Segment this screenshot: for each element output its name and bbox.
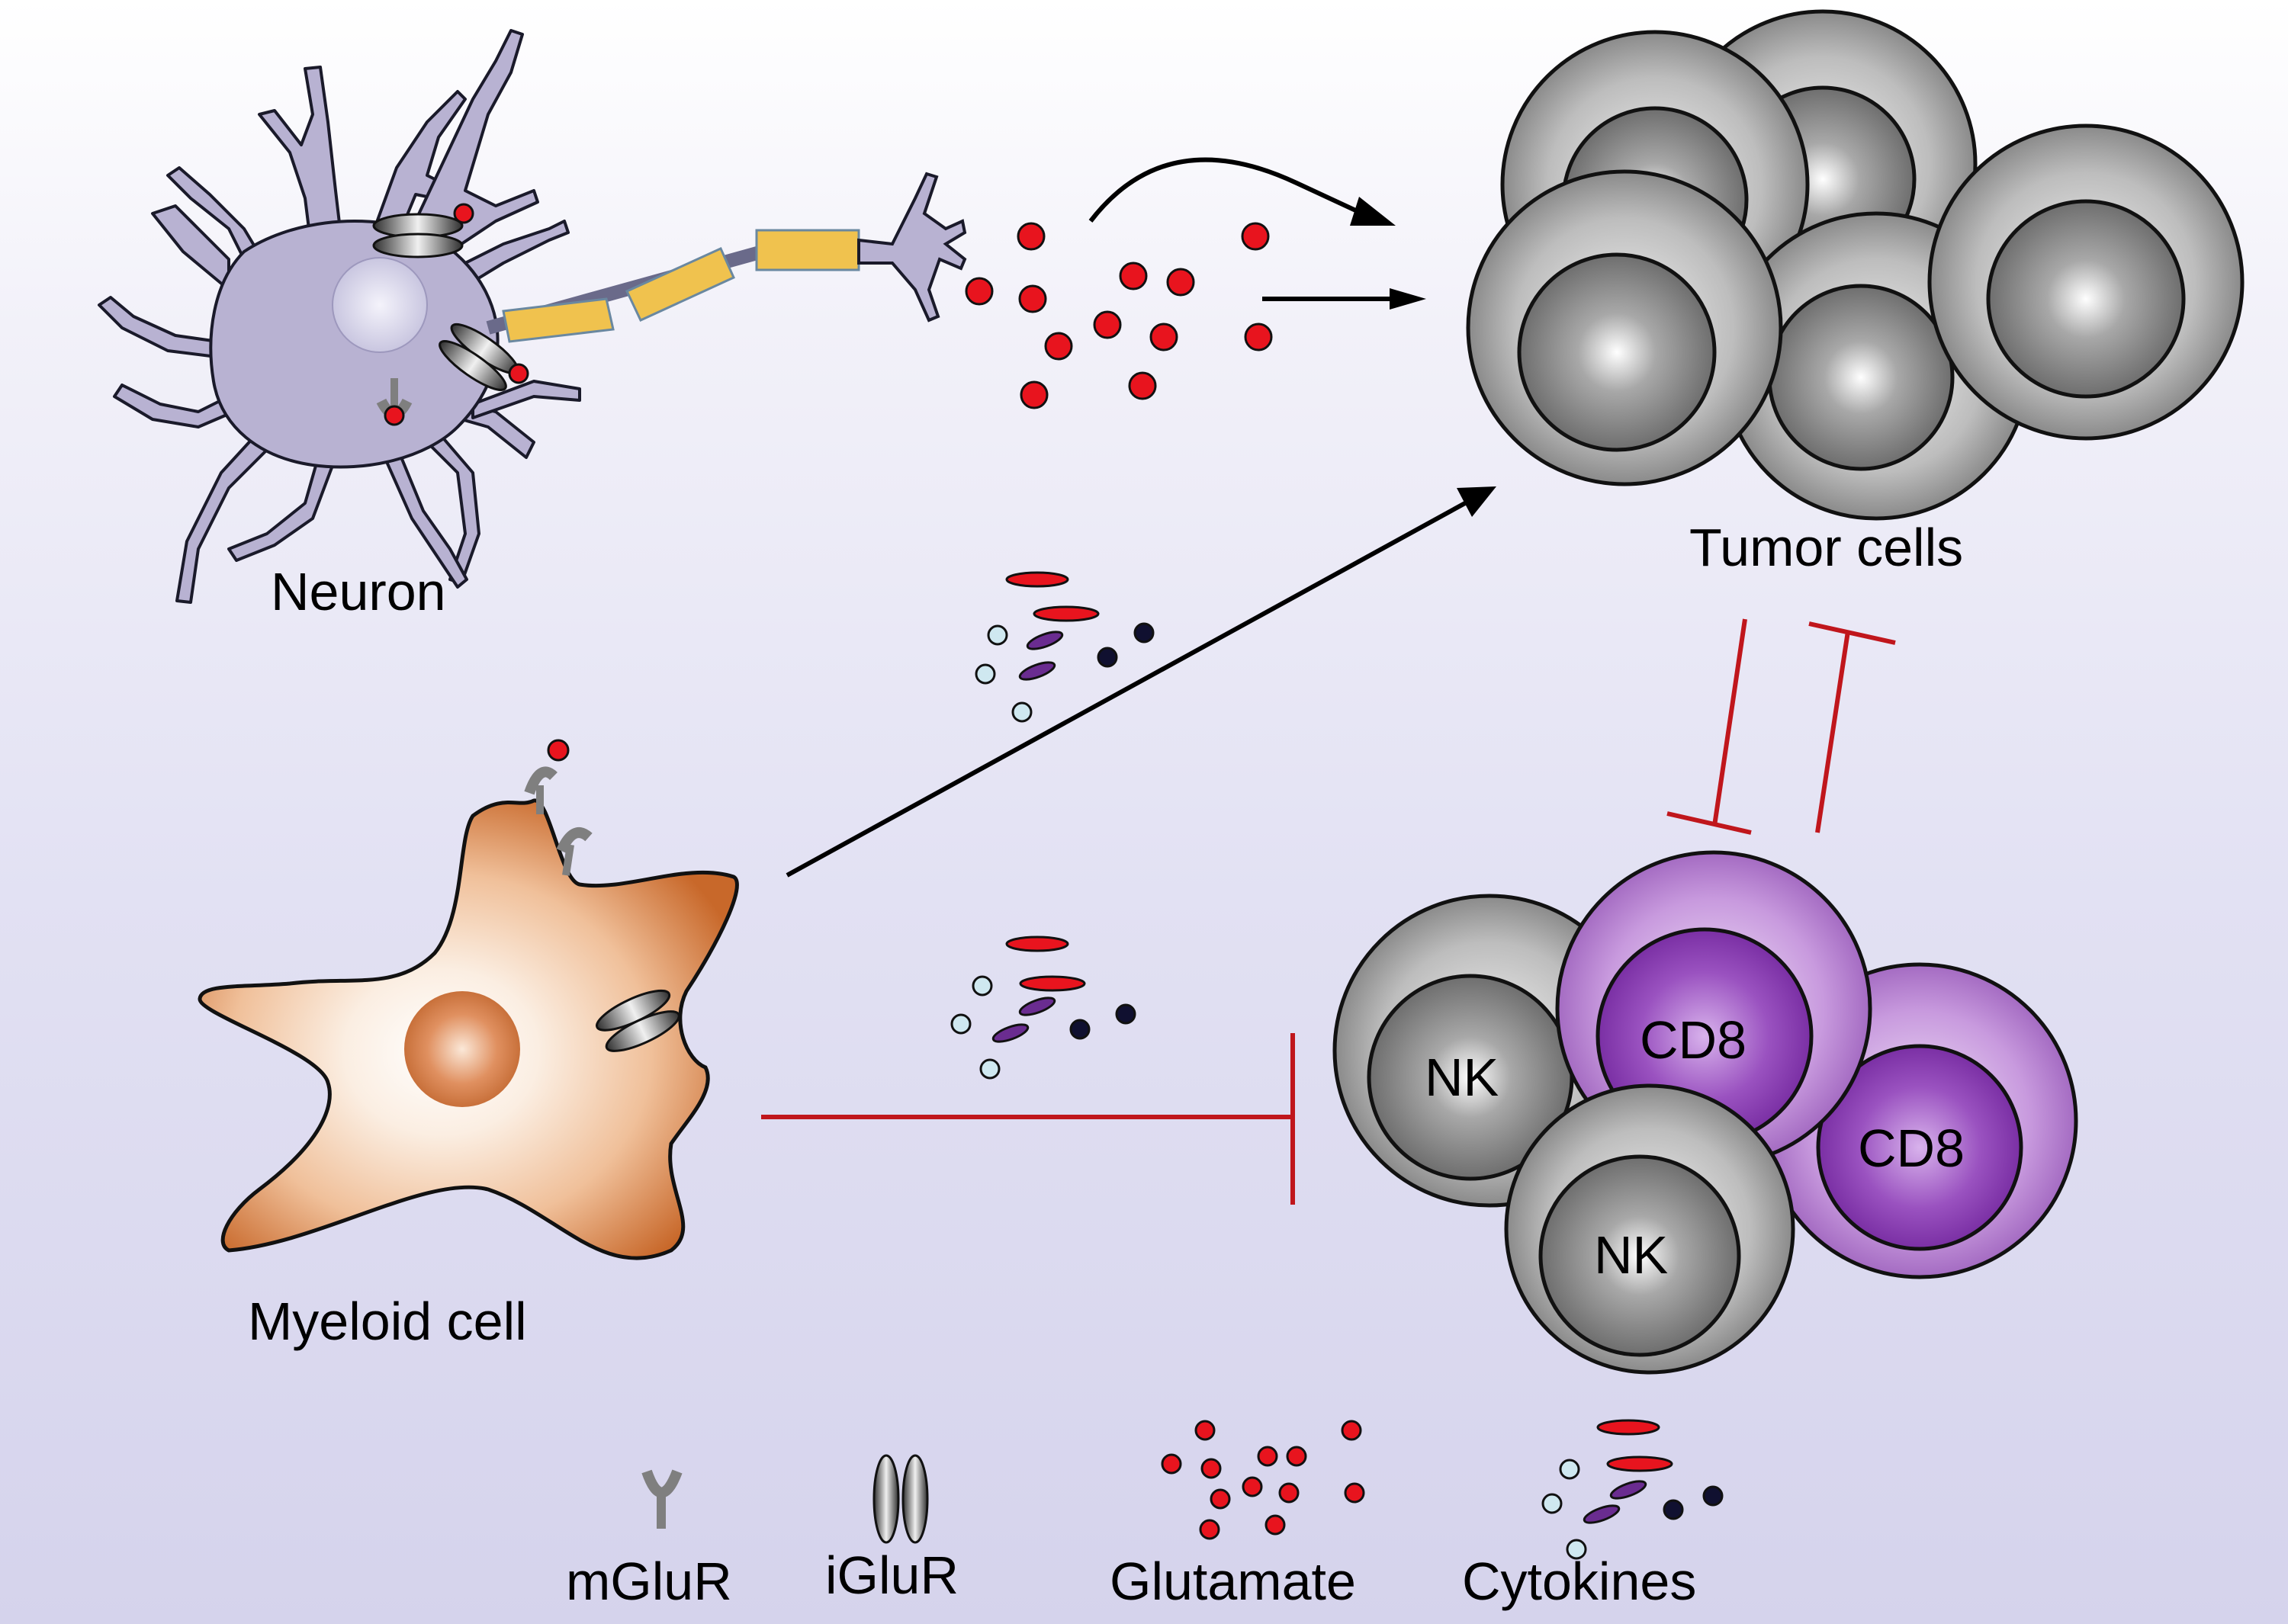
myeloid-iglur <box>596 989 680 1052</box>
tumor-cells <box>1466 9 2245 521</box>
tumor-cell <box>1927 124 2245 441</box>
legend-glutamate-icon <box>1161 1420 1365 1540</box>
cd8-label-1: CD8 <box>1640 1010 1747 1070</box>
legend-cytokines-label: Cytokines <box>1462 1552 1696 1611</box>
cd8-label-2: CD8 <box>1858 1119 1965 1178</box>
myeloid-glutamate <box>547 739 570 762</box>
nk-label-1: NK <box>1425 1048 1499 1107</box>
myeloid-to-tumor-arrow <box>786 497 1473 878</box>
legend-cytokines-icon <box>1541 1419 1724 1560</box>
myeloid-mglur <box>524 766 593 876</box>
tumor-cells-label: Tumor cells <box>1689 518 1963 577</box>
legend-mglur-icon <box>641 1469 683 1529</box>
legend: mGluR iGluR Glutamate <box>566 1419 1724 1611</box>
cytokines-lower <box>950 936 1136 1080</box>
neuron-iglur-right <box>439 323 519 391</box>
legend-iglur-label: iGluR <box>825 1545 959 1605</box>
neuron-glutamate <box>384 405 405 426</box>
released-glutamate <box>965 222 1273 409</box>
mutual-inhibition <box>1666 618 1896 835</box>
legend-iglur-icon <box>872 1454 929 1544</box>
legend-mglur-label: mGluR <box>566 1552 732 1611</box>
neuron-iglur-top <box>372 213 464 258</box>
myelin-sheaths <box>502 229 860 343</box>
neuron-nucleus <box>332 257 428 353</box>
nk-cell <box>1504 1083 1795 1375</box>
neuron-label: Neuron <box>271 562 446 621</box>
curved-arrow-head <box>1350 197 1396 226</box>
cytokines-upper <box>975 571 1155 723</box>
tumor-cell <box>1466 169 1783 486</box>
curved-arrow <box>1088 157 1383 225</box>
legend-glutamate-label: Glutamate <box>1110 1552 1356 1611</box>
neuron-glutamate <box>508 363 529 384</box>
axon-terminal <box>857 172 967 323</box>
myeloid-cell-label: Myeloid cell <box>248 1292 527 1351</box>
nk-label-2: NK <box>1594 1225 1668 1285</box>
neuron: Neuron <box>98 29 967 621</box>
myeloid-cell: Myeloid cell <box>198 739 739 1351</box>
myeloid-to-tumor-arrowhead <box>1457 486 1496 517</box>
neuron-glutamate <box>453 203 474 224</box>
straight-arrow-head <box>1390 288 1426 310</box>
immune-cells <box>1332 850 2078 1375</box>
myeloid-nucleus <box>404 991 520 1107</box>
